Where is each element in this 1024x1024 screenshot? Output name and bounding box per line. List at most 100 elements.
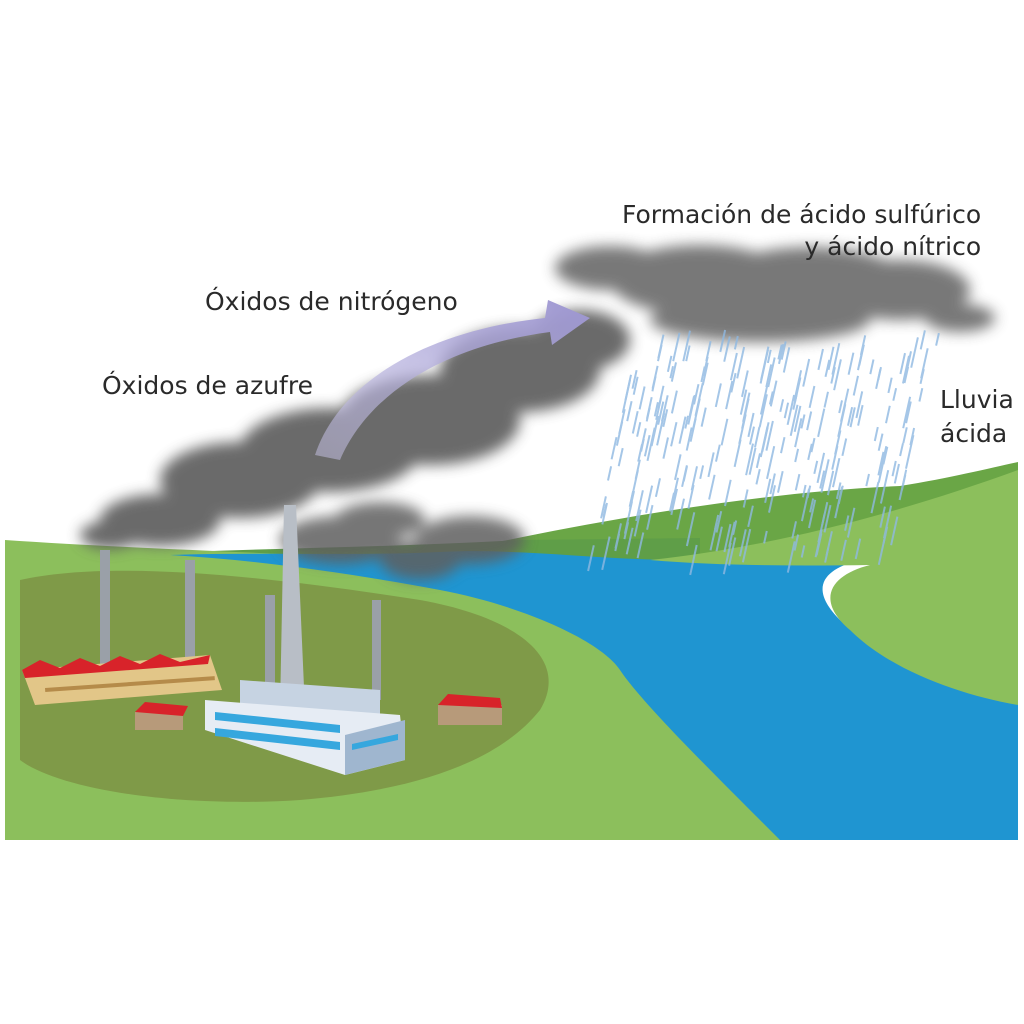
rain-streak: [725, 380, 734, 410]
rain-streak: [779, 399, 785, 413]
rain-streak: [808, 385, 816, 409]
rain-streak: [699, 465, 705, 480]
label-sulfur-oxides: Óxidos de azufre: [102, 371, 313, 400]
rain-streak: [741, 370, 749, 398]
rain-streak: [865, 473, 870, 487]
rain-streak: [813, 460, 819, 475]
rain-streak: [666, 355, 673, 373]
rain-streak: [764, 478, 772, 504]
rain-streak: [841, 438, 848, 457]
house-left: [135, 702, 188, 730]
rain-streak: [636, 532, 645, 559]
rain-streak: [728, 537, 737, 566]
rain-streak: [741, 528, 752, 563]
rain-streak: [654, 478, 661, 498]
rain-streak: [877, 451, 885, 476]
rain-streak: [827, 346, 835, 371]
rain-streak: [682, 330, 691, 362]
rain-streak: [846, 507, 856, 538]
rain-streak: [782, 347, 791, 373]
rain-streak: [905, 434, 915, 469]
rain-streak: [748, 447, 757, 475]
label-acid-rain-line2: ácida: [940, 419, 1008, 448]
rain-streak: [892, 387, 898, 401]
rain-streak: [832, 457, 841, 488]
rain-streak: [777, 344, 783, 360]
rain-streak: [684, 415, 690, 429]
rain-streak: [646, 504, 654, 530]
rain-streak: [640, 438, 645, 452]
rain-streak: [723, 523, 732, 553]
rain-streak: [631, 410, 639, 434]
rain-streak: [693, 383, 700, 405]
rain-streak: [789, 404, 799, 437]
rain-streak: [670, 488, 678, 516]
rain-streak: [610, 436, 618, 460]
rain-streak: [831, 445, 839, 470]
rain-streak: [615, 421, 624, 446]
rain-streak: [707, 452, 715, 478]
rain-streak: [633, 509, 642, 537]
factory-left: [22, 550, 222, 705]
rain-streak: [769, 380, 778, 407]
rain-streak: [817, 408, 826, 438]
rain-streak: [747, 505, 754, 528]
rain-streak: [838, 400, 843, 414]
rain-streak: [802, 358, 811, 387]
rain-streak: [844, 515, 850, 531]
rain-cloud: [555, 245, 995, 342]
rain-streak: [636, 421, 642, 437]
rain-streak: [918, 387, 924, 402]
rain-streak: [650, 415, 660, 447]
rain-streak: [807, 443, 813, 461]
label-sulfuric-acid-formation: Formación de ácido sulfúrico y ácido nít…: [622, 199, 981, 263]
rain-streak: [801, 484, 807, 498]
rain-streak: [879, 506, 886, 528]
rain-streak: [738, 529, 747, 557]
rain-streak: [614, 533, 621, 552]
rain-streak: [877, 433, 884, 451]
rain-streak: [669, 365, 674, 379]
rain-streak: [672, 332, 681, 362]
rain-streak: [891, 460, 897, 477]
rain-streak: [882, 526, 889, 544]
rain-streak: [786, 541, 796, 573]
rain-streak: [899, 442, 904, 457]
rain-streak: [766, 445, 776, 480]
rain-streak: [793, 370, 803, 402]
rain-streak: [794, 473, 801, 491]
rain-streak: [678, 416, 687, 444]
rain-streak: [601, 536, 611, 571]
rain-streak: [685, 512, 696, 547]
rain-streak: [682, 466, 688, 482]
rain-streak: [823, 391, 829, 408]
rain-streak: [793, 405, 802, 433]
rain-streak: [701, 362, 709, 386]
rain-streak: [809, 498, 815, 513]
rain-streak: [739, 389, 748, 415]
acid-rain: [587, 329, 940, 576]
rain-streak: [849, 407, 856, 428]
rain-streak: [645, 485, 654, 514]
rain-streak: [902, 396, 912, 429]
rain-streak: [755, 453, 761, 469]
rain-streak: [800, 545, 806, 558]
rain-streak: [935, 332, 940, 346]
rain-streak: [715, 526, 723, 552]
rain-streak: [905, 401, 912, 424]
rain-streak: [885, 405, 891, 424]
rain-streak: [835, 482, 842, 500]
rain-streak: [700, 407, 707, 427]
rain-streak: [902, 355, 910, 384]
rain-streak: [806, 411, 813, 431]
rain-streak: [690, 466, 698, 491]
rain-streak: [760, 346, 770, 381]
rain-streak: [854, 538, 862, 560]
rain-streak: [720, 418, 729, 446]
rain-streak: [673, 477, 679, 494]
rain-streak: [902, 427, 908, 444]
rain-streak: [877, 461, 885, 483]
rain-streak: [670, 362, 677, 382]
label-nitrogen-oxides: Óxidos de nitrógeno: [205, 287, 458, 316]
rain-streak: [621, 379, 631, 414]
